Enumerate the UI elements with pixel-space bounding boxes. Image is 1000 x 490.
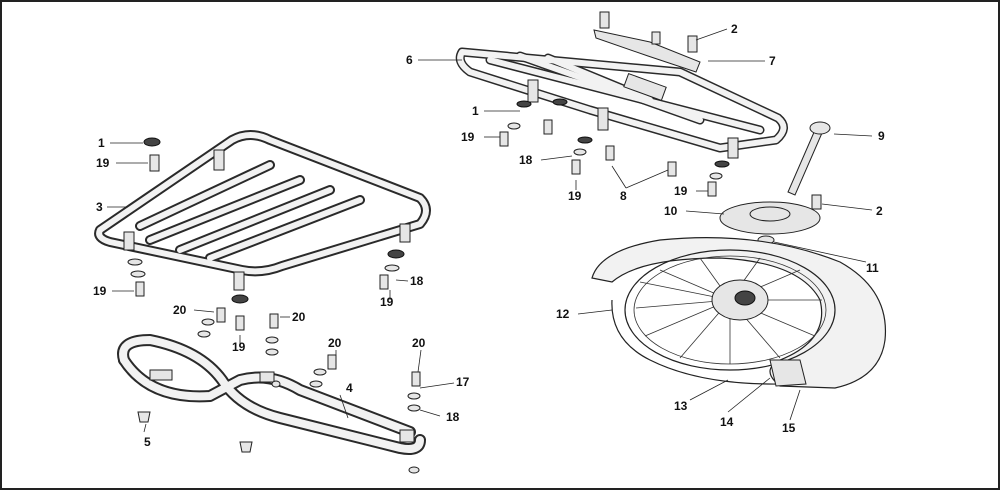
guard-rail bbox=[117, 334, 426, 455]
callout-20: 20 bbox=[412, 336, 426, 350]
callout-20: 20 bbox=[292, 310, 306, 324]
callout-15: 15 bbox=[782, 421, 796, 435]
callout-3: 3 bbox=[96, 200, 103, 214]
callout-6: 6 bbox=[406, 53, 413, 67]
callout-2: 2 bbox=[876, 204, 883, 218]
callout-7: 7 bbox=[769, 54, 776, 68]
callout-19: 19 bbox=[380, 295, 394, 309]
callout-20: 20 bbox=[328, 336, 342, 350]
callout-20: 20 bbox=[173, 303, 187, 317]
callout-18: 18 bbox=[410, 274, 424, 288]
callout-8: 8 bbox=[620, 189, 627, 203]
callout-5: 5 bbox=[144, 435, 151, 449]
hub-cover bbox=[719, 201, 821, 245]
rear-luggage-rack bbox=[455, 47, 788, 159]
luggage-rack-hardware bbox=[127, 137, 421, 412]
callout-19: 19 bbox=[568, 189, 582, 203]
callout-13: 13 bbox=[674, 399, 688, 413]
callout-10: 10 bbox=[664, 204, 678, 218]
callout-9: 9 bbox=[878, 129, 885, 143]
callout-17: 17 bbox=[456, 375, 470, 389]
callout-19: 19 bbox=[461, 130, 475, 144]
callout-12: 12 bbox=[556, 307, 570, 321]
rubber-cap bbox=[137, 380, 420, 474]
rear-rack-hardware bbox=[499, 98, 730, 197]
callout-1: 1 bbox=[98, 136, 105, 150]
wheel-assembly bbox=[591, 237, 887, 389]
luggage-rack bbox=[94, 130, 431, 291]
callout-19: 19 bbox=[93, 284, 107, 298]
callout-4: 4 bbox=[346, 381, 353, 395]
callout-2: 2 bbox=[731, 22, 738, 36]
callout-18: 18 bbox=[519, 153, 533, 167]
callout-19: 19 bbox=[674, 184, 688, 198]
callout-1: 1 bbox=[472, 104, 479, 118]
callout-19: 19 bbox=[96, 156, 110, 170]
axle-bolt bbox=[787, 121, 831, 210]
callout-19: 19 bbox=[232, 340, 246, 354]
leader-lines bbox=[107, 28, 873, 433]
callout-18: 18 bbox=[446, 410, 460, 424]
callout-11: 11 bbox=[866, 261, 879, 275]
callout-14: 14 bbox=[720, 415, 734, 429]
mounting-bracket bbox=[593, 11, 701, 73]
